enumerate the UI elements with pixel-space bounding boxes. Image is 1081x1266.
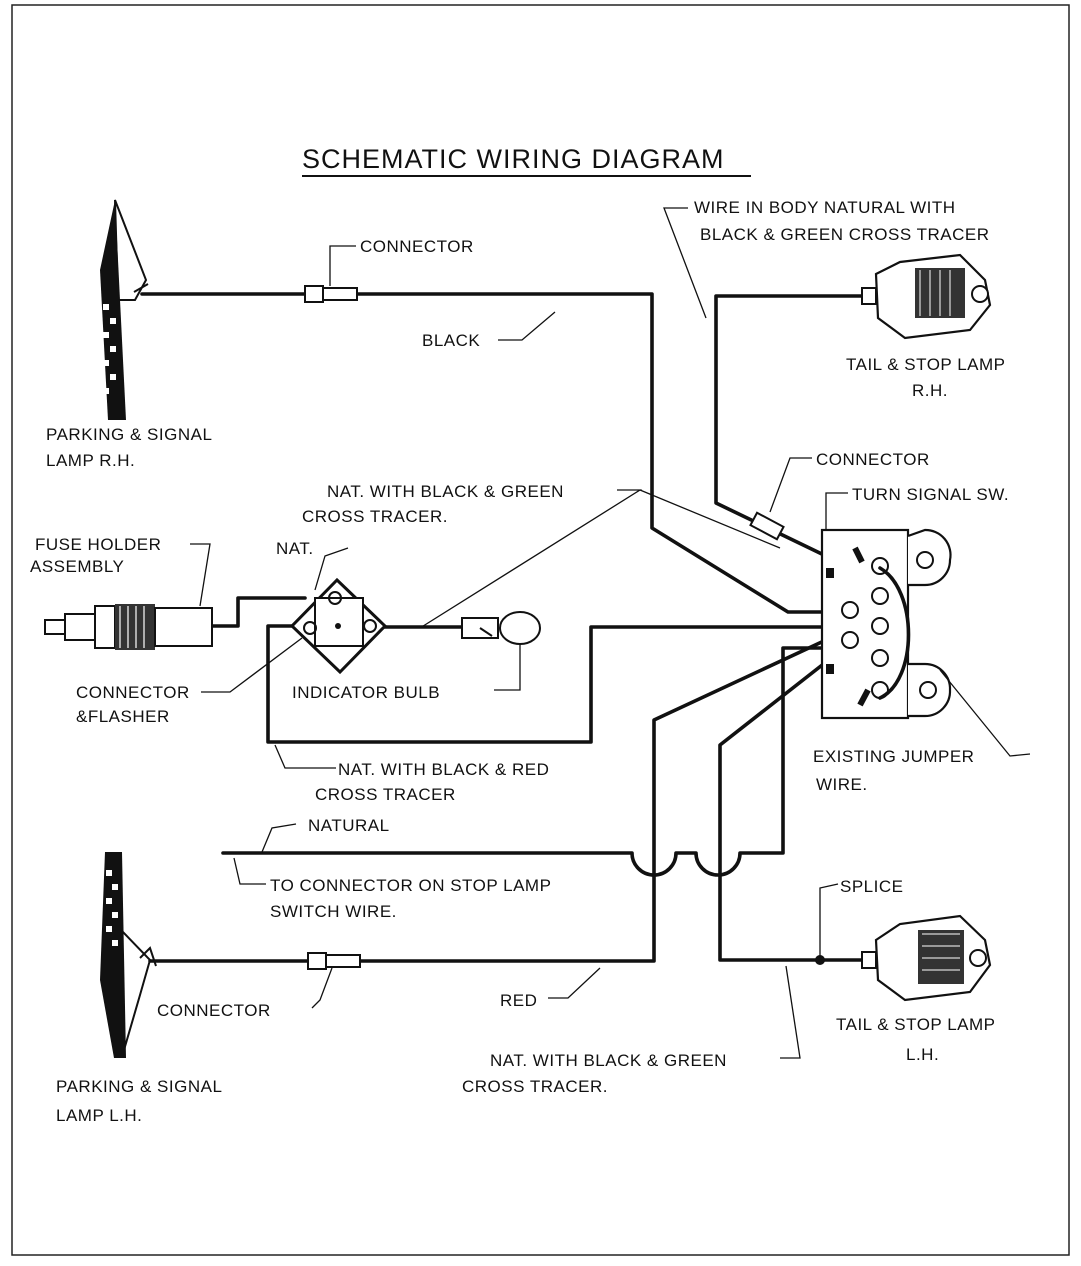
label-tail-lh-1: TAIL & STOP LAMP: [836, 1015, 995, 1034]
wires: [140, 292, 864, 963]
wire-nat-bg-lh: [718, 660, 864, 962]
label-existing-jumper-2: WIRE.: [816, 775, 868, 794]
label-indicator-bulb: INDICATOR BULB: [292, 683, 440, 702]
label-wire-in-body-2: BLACK & GREEN CROSS TRACER: [700, 225, 989, 244]
wire-black: [140, 292, 828, 614]
label-connector-right: CONNECTOR: [816, 450, 930, 469]
label-parking-lh-1: PARKING & SIGNAL: [56, 1077, 222, 1096]
label-nat-br-2: CROSS TRACER: [315, 785, 456, 804]
parking-lamp-rh-icon: [100, 199, 149, 420]
label-fuse-1: FUSE HOLDER: [35, 535, 161, 554]
label-to-connector-1: TO CONNECTOR ON STOP LAMP: [270, 876, 551, 895]
label-turn-signal-sw: TURN SIGNAL SW.: [852, 485, 1009, 504]
wire-nat-black-red: [266, 624, 828, 744]
tail-lamp-rh-icon: [861, 253, 992, 340]
label-tail-lh-2: L.H.: [906, 1045, 939, 1064]
label-existing-jumper-1: EXISTING JUMPER: [813, 747, 974, 766]
diagram-title: SCHEMATIC WIRING DIAGRAM: [302, 144, 725, 174]
indicator-bulb-icon: [461, 611, 541, 645]
fuse-holder-icon: [44, 604, 213, 650]
label-parking-rh-2: LAMP R.H.: [46, 451, 135, 470]
label-nat-bg-bottom-2: CROSS TRACER.: [462, 1077, 608, 1096]
label-splice: SPLICE: [840, 877, 903, 896]
label-connector-top: CONNECTOR: [360, 237, 474, 256]
jumper-wire: [878, 566, 911, 700]
label-red: RED: [500, 991, 537, 1010]
label-connector-flasher-2: &FLASHER: [76, 707, 170, 726]
splice-point: [815, 955, 825, 965]
label-parking-rh-1: PARKING & SIGNAL: [46, 425, 212, 444]
leader-lines: [190, 207, 1031, 1059]
parking-lamp-lh-icon: [100, 852, 157, 1058]
label-nat-bg-1: NAT. WITH BLACK & GREEN: [327, 482, 564, 501]
label-natural: NATURAL: [308, 816, 390, 835]
wire-red: [148, 638, 828, 963]
flasher-icon: [289, 577, 388, 675]
diagram-border: [11, 4, 1070, 1256]
label-tail-rh-1: TAIL & STOP LAMP: [846, 355, 1005, 374]
wire-fuse-flasher: [210, 596, 307, 628]
label-nat-bg-2: CROSS TRACER.: [302, 507, 448, 526]
label-nat: NAT.: [276, 539, 314, 558]
connector-bottom-icon: [307, 952, 361, 970]
label-wire-in-body-1: WIRE IN BODY NATURAL WITH: [694, 198, 956, 217]
label-connector-flasher-1: CONNECTOR: [76, 683, 190, 702]
wire-bulb-ground: [494, 642, 521, 691]
label-parking-lh-2: LAMP L.H.: [56, 1106, 142, 1125]
connector-right-icon: [749, 511, 785, 541]
connector-top-icon: [304, 285, 358, 303]
label-to-connector-2: SWITCH WIRE.: [270, 902, 397, 921]
tail-lamp-lh-icon: [861, 914, 992, 1002]
label-connector-bottom: CONNECTOR: [157, 1001, 271, 1020]
label-nat-br-1: NAT. WITH BLACK & RED: [338, 760, 549, 779]
label-nat-bg-bottom-1: NAT. WITH BLACK & GREEN: [490, 1051, 727, 1070]
label-black: BLACK: [422, 331, 480, 350]
wire-body-natural-rh: [714, 294, 864, 558]
labels: PARKING & SIGNAL LAMP R.H. CONNECTOR BLA…: [30, 198, 1009, 1125]
turn-signal-switch-icon: [820, 528, 952, 720]
label-tail-rh-2: R.H.: [912, 381, 948, 400]
wire-natural: [221, 646, 828, 877]
label-fuse-2: ASSEMBLY: [30, 557, 124, 576]
